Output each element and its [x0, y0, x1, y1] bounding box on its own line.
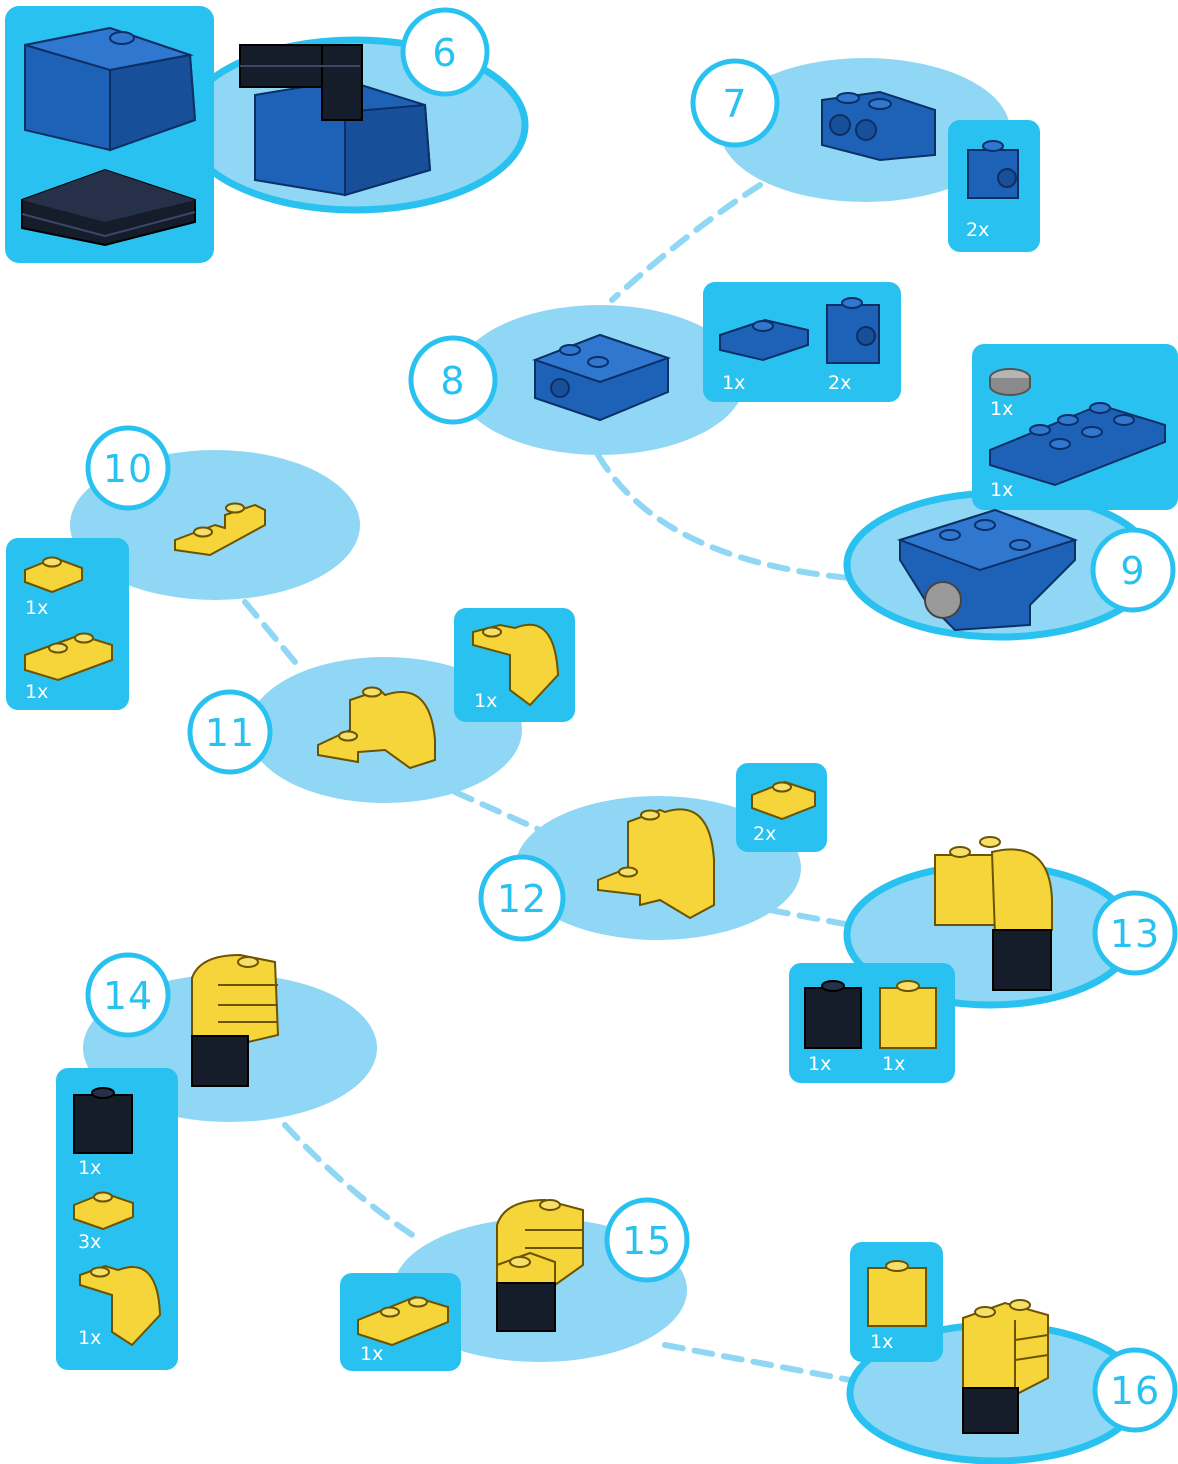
part-qty: 1x	[990, 398, 1013, 420]
step-11: 1x 11	[187, 608, 575, 803]
step-connectors	[242, 182, 853, 1383]
step-number-badge	[85, 425, 171, 511]
step-number: 10	[103, 447, 153, 491]
step-10: 1x 1x 10	[6, 425, 360, 710]
connector-7-8	[609, 182, 763, 303]
step-number: 16	[1110, 1369, 1160, 1413]
part-qty: 2x	[966, 219, 989, 241]
part-qty: 1x	[25, 681, 48, 703]
part-qty: 1x	[78, 1157, 101, 1179]
step-number: 6	[432, 31, 457, 75]
black-1x1-brick-icon	[73, 1087, 133, 1154]
part-qty: 1x	[360, 1343, 383, 1365]
connector-11-12	[452, 789, 543, 833]
part-qty: 1x	[882, 1053, 905, 1075]
yellow-1x2-plate-icon	[24, 632, 113, 682]
step-number-badge	[690, 58, 780, 148]
assembled-yellow-plates	[174, 502, 266, 557]
step-number-badge	[187, 689, 273, 775]
step-number-badge	[85, 952, 171, 1038]
yellow-1x1-brick-icon	[867, 1260, 927, 1327]
step-number-badge	[408, 335, 498, 425]
step-number-badge	[604, 1197, 690, 1283]
assembled-yellow-black-stack	[934, 836, 1053, 991]
step-number: 7	[722, 82, 747, 126]
step-14: 1x 3x 1x 14	[56, 952, 377, 1370]
assembled-chassis-model	[896, 508, 1079, 632]
part-qty: 3x	[78, 1231, 101, 1253]
step-number: 11	[205, 711, 255, 755]
yellow-1x2-plate-icon	[751, 780, 816, 821]
connector-8-9	[595, 452, 853, 581]
grey-round-tile-icon	[989, 368, 1031, 396]
yellow-curved-slope-icon	[472, 623, 560, 707]
black-1x1-brick-icon	[804, 980, 862, 1049]
step-15: 1x 15	[340, 1197, 690, 1371]
step-8: 1x 2x 8	[408, 282, 901, 455]
step-number: 15	[622, 1219, 672, 1263]
part-qty: 2x	[828, 372, 851, 394]
assembled-yellow-black-column	[191, 953, 280, 1087]
step-12: 2x 12	[478, 763, 827, 942]
step-number-badge	[1090, 527, 1176, 613]
dark-base-plates-icon	[21, 168, 196, 247]
part-qty: 1x	[870, 1331, 893, 1353]
blue-headlight-brick-icon	[826, 297, 880, 364]
step-number-badge	[400, 7, 490, 97]
step-16: 1x 16	[846, 1242, 1178, 1464]
yellow-1x1-brick-icon	[879, 980, 937, 1049]
yellow-1x2-plate-icon	[73, 1191, 134, 1231]
step-number-badge	[478, 854, 566, 942]
part-qty: 1x	[722, 372, 745, 394]
yellow-1x2-plate-icon	[24, 556, 83, 594]
assembled-base-block	[532, 333, 672, 422]
assembled-headlight-pair	[821, 90, 936, 162]
blue-cab-icon	[24, 26, 197, 152]
step-number: 13	[1110, 912, 1160, 956]
connector-14-15	[282, 1122, 423, 1243]
part-qty: 1x	[808, 1053, 831, 1075]
step-number-badge	[1092, 890, 1178, 976]
part-qty: 1x	[990, 479, 1013, 501]
yellow-curved-slope-icon	[79, 1264, 162, 1347]
step-7: 2x 7	[690, 58, 1040, 252]
step-number: 12	[497, 877, 547, 921]
assembled-yellow-curve	[317, 686, 436, 770]
step-6: 6	[5, 6, 529, 263]
yellow-1x3-plate-icon	[357, 1295, 449, 1347]
assembled-cab-model	[239, 44, 432, 197]
blue-2x4-plate-icon	[989, 402, 1166, 487]
part-qty: 1x	[25, 597, 48, 619]
assembled-yellow-black-column	[496, 1198, 584, 1332]
blue-jumper-plate-icon	[719, 318, 809, 362]
assembled-yellow-curve-stack	[597, 808, 715, 920]
step-9: 1x 1x 9	[843, 344, 1178, 641]
blue-headlight-brick-icon	[967, 140, 1019, 199]
part-qty: 1x	[474, 690, 497, 712]
step-number-badge	[1092, 1347, 1178, 1433]
step-number: 8	[440, 359, 465, 403]
part-qty: 2x	[753, 823, 776, 845]
step-number: 9	[1120, 549, 1145, 593]
connector-15-16	[662, 1342, 853, 1383]
assembled-yellow-black-final	[962, 1299, 1049, 1434]
connector-10-11	[242, 599, 303, 671]
step-13: 1x 1x 13	[789, 836, 1178, 1083]
step-number: 14	[103, 974, 153, 1018]
part-qty: 1x	[78, 1327, 101, 1349]
connector-12-13	[767, 907, 853, 928]
